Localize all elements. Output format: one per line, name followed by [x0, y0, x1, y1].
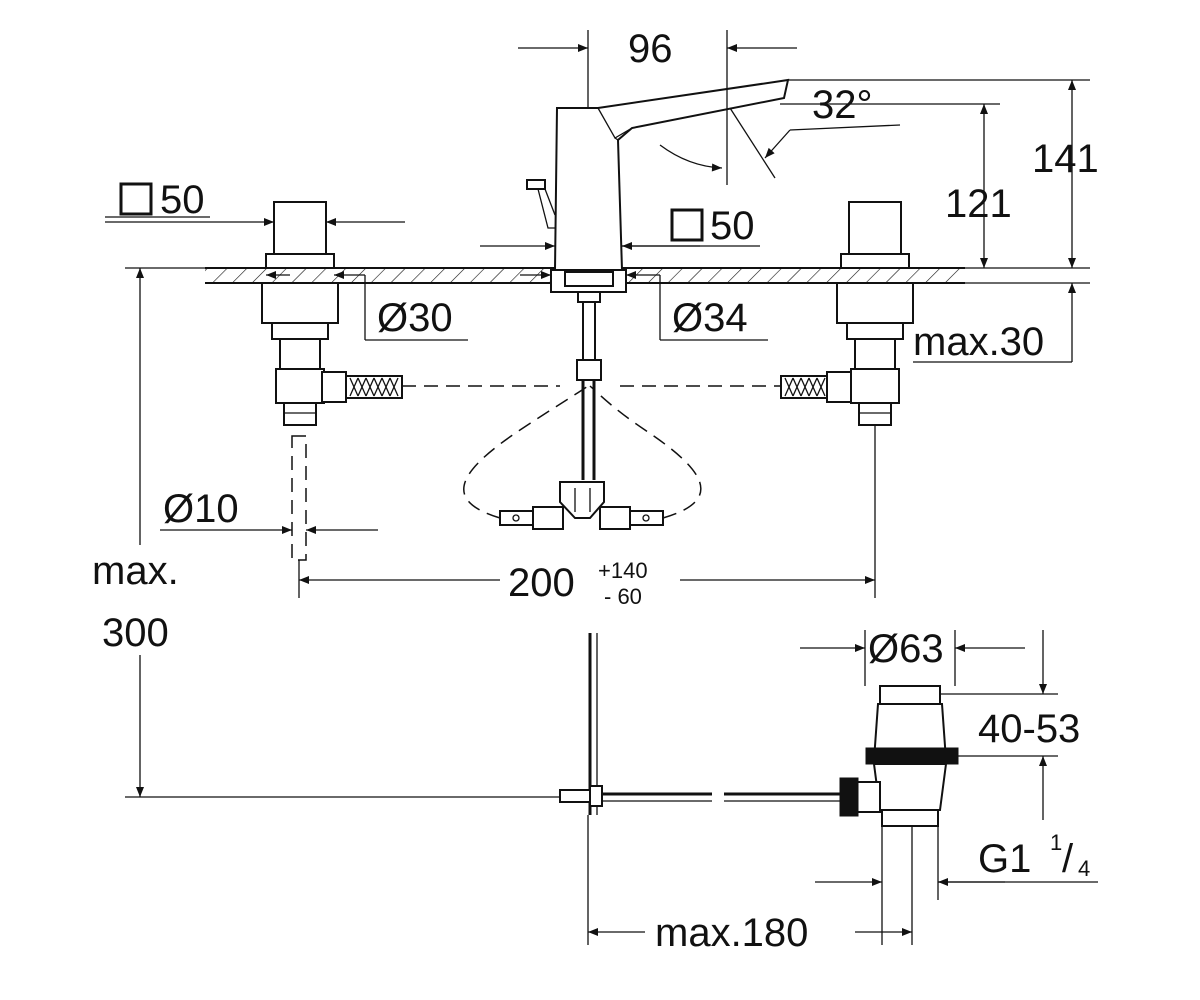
dim-spout-square: 50 [710, 204, 755, 248]
spout [526, 78, 790, 480]
dim-spread-plus: +140 [598, 558, 648, 583]
dim-thread-den: 4 [1078, 856, 1090, 881]
dim-thread-num: 1 [1050, 830, 1062, 855]
left-valve [261, 201, 403, 426]
dim-drain-offset: max.180 [655, 911, 808, 955]
dim-drain-height: 40-53 [978, 707, 1080, 751]
dim-spout-angle: 32° [812, 83, 873, 127]
dim-height-total: 141 [1032, 137, 1099, 181]
dim-height-spout: 121 [945, 182, 1012, 226]
dimension-lines [105, 30, 1098, 945]
mixing-tee [499, 481, 664, 530]
dim-spread-minus: - 60 [604, 584, 642, 609]
dim-spout-reach: 96 [628, 27, 673, 71]
drain-assembly [559, 633, 959, 827]
right-valve [780, 201, 914, 426]
dim-thread-slash: / [1062, 837, 1074, 881]
dim-deck-thickness: max.30 [913, 320, 1044, 364]
dim-depth-label-2: 300 [102, 611, 169, 655]
dim-connection-pipe: Ø10 [163, 487, 239, 531]
hose-paths [291, 385, 781, 561]
square-icon [670, 208, 704, 242]
dim-depth-label-1: max. [92, 549, 179, 593]
dim-hole-left: Ø30 [377, 296, 453, 340]
dim-thread-main: G1 [978, 837, 1031, 881]
dim-handle-square: 50 [160, 178, 205, 222]
dim-spread-value: 200 [508, 561, 575, 605]
dim-drain-diameter: Ø63 [868, 627, 944, 671]
square-icon [119, 182, 153, 216]
dim-hole-center: Ø34 [672, 296, 748, 340]
